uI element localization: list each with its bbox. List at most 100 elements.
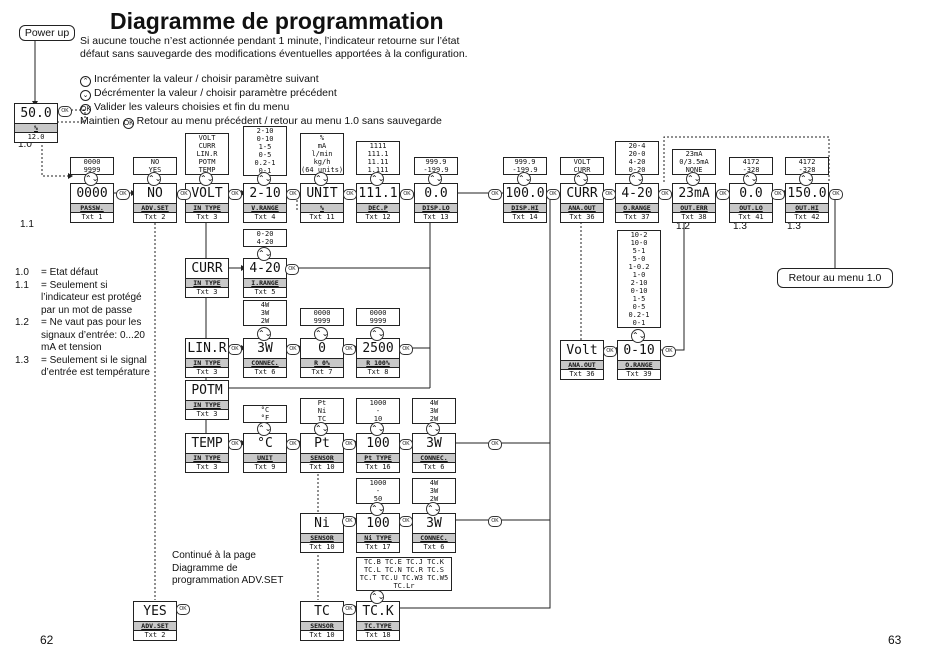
ok-key-icon: OK <box>399 439 413 450</box>
up-down-icon: ⌃⌄ <box>428 172 442 186</box>
key-row-down: ⌄Décrémenter la valeur / choisir paramèt… <box>80 87 442 101</box>
ok-key-icon: OK <box>658 189 672 200</box>
legend-row: 1.3= Seulement si le signal d’entrée est… <box>15 354 150 379</box>
ok-key-icon: OK <box>343 189 357 200</box>
legend-row: 1.2= Ne vaut pas pour les signaux d’entr… <box>15 317 145 353</box>
ok-key-icon: OK <box>716 189 730 200</box>
ref-1-0: 1.0 <box>18 139 32 150</box>
ref-1-3-a: 1.3 <box>733 221 747 232</box>
up-down-icon: ⌃⌄ <box>426 502 440 516</box>
key-row-up: ⌃Incrémenter la valeur / choisir paramèt… <box>80 73 442 87</box>
continued-note: Continué à la page Diagramme de programm… <box>172 550 284 586</box>
up-down-icon: ⌃⌄ <box>629 172 643 186</box>
up-down-icon: ⌃⌄ <box>370 590 384 604</box>
legend-row: 1.0= Etat défaut <box>15 267 98 278</box>
ok-key-icon: OK <box>400 189 414 200</box>
ok-key-icon: OK <box>228 344 242 355</box>
up-arrow-key-icon: ⌃ <box>80 76 91 87</box>
up-down-icon: ⌃⌄ <box>199 172 213 186</box>
up-down-icon: ⌃⌄ <box>257 327 271 341</box>
ref-1-3-b: 1.3 <box>787 221 801 232</box>
up-down-icon: ⌃⌄ <box>370 502 384 516</box>
ok-key-icon: OK <box>177 189 191 200</box>
intro-text: Si aucune touche n’est actionnée pendant… <box>80 35 468 60</box>
page-title: Diagramme de programmation <box>110 8 444 34</box>
ok-key-icon: OK <box>116 189 130 200</box>
up-down-icon: ⌃⌄ <box>314 422 328 436</box>
options-temp-unit: °C°F <box>243 405 287 423</box>
up-down-icon: ⌃⌄ <box>743 172 757 186</box>
ok-key-icon: OK <box>176 604 190 615</box>
up-down-icon: ⌃⌄ <box>686 172 700 186</box>
ok-key-icon: OK <box>342 439 356 450</box>
up-down-icon: ⌃⌄ <box>631 329 645 343</box>
up-down-icon: ⌃⌄ <box>574 172 588 186</box>
up-down-icon: ⌃⌄ <box>370 327 384 341</box>
key-legend: ⌃Incrémenter la valeur / choisir paramèt… <box>80 73 442 129</box>
up-down-icon: ⌃⌄ <box>426 422 440 436</box>
ok-key-icon: OK <box>80 104 92 115</box>
ok-key-icon: OK <box>122 118 134 129</box>
ok-key-icon: OK <box>546 189 560 200</box>
legend-row: 1.1= Seulement si l’indicateur est proté… <box>15 279 142 316</box>
options-pt-type: 1000-10 <box>356 398 400 424</box>
up-down-icon: ⌃⌄ <box>370 172 384 186</box>
up-down-icon: ⌃⌄ <box>84 172 98 186</box>
ok-key-icon: OK <box>285 264 299 275</box>
up-down-icon: ⌃⌄ <box>257 247 271 261</box>
ok-key-icon: OK <box>488 439 502 450</box>
ok-key-icon: OK <box>228 439 242 450</box>
ok-key-icon: OK <box>488 189 502 200</box>
ok-key-icon: OK <box>286 439 300 450</box>
ok-key-icon: OK <box>286 189 300 200</box>
display-default: 50.0%12.0 <box>14 103 58 143</box>
ok-key-icon: OK <box>602 189 616 200</box>
ok-key-icon: OK <box>342 604 356 615</box>
ref-1-1: 1.1 <box>20 219 34 230</box>
ok-key-icon: OK <box>342 344 356 355</box>
ok-key-icon: OK <box>399 344 413 355</box>
ok-key-icon: OK <box>829 189 843 200</box>
footnote-legend: 1.0= Etat défaut 1.1= Seulement si l’ind… <box>15 267 150 380</box>
options-ni-type: 1000-50 <box>356 478 400 504</box>
ok-key-icon: OK <box>771 189 785 200</box>
up-down-icon: ⌃⌄ <box>314 327 328 341</box>
page-number-left: 62 <box>40 633 54 647</box>
ref-1-2: 1.2 <box>676 221 690 232</box>
